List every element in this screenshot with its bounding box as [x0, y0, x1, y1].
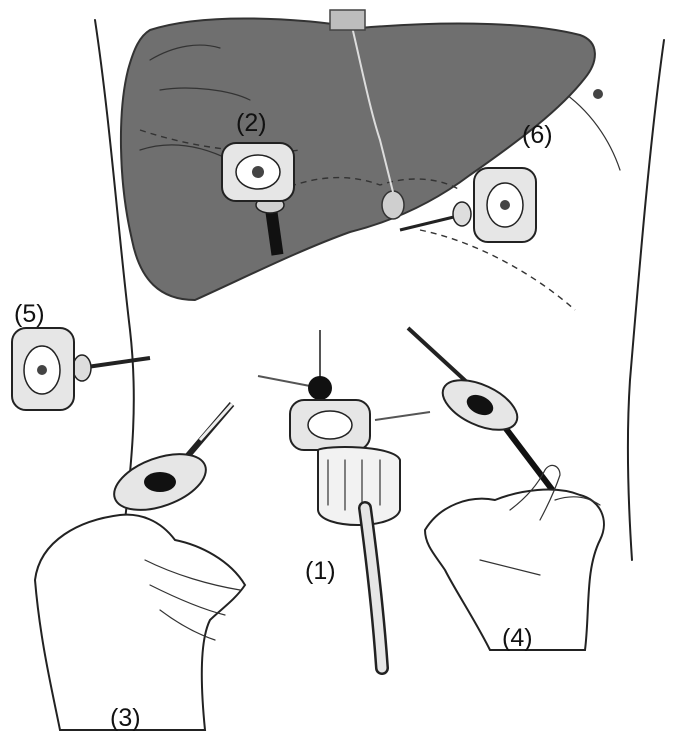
gallbladder — [382, 191, 404, 219]
label-port-2: (2) — [236, 109, 267, 137]
label-port-1: (1) — [305, 557, 336, 585]
label-port-6: (6) — [522, 121, 553, 149]
port-1-camera — [258, 330, 430, 668]
navel-mark — [593, 89, 603, 99]
port-5-trocar — [12, 328, 150, 410]
port-4-hand — [408, 328, 604, 650]
liver-body — [121, 18, 595, 300]
label-port-3: (3) — [110, 704, 141, 732]
label-port-5: (5) — [14, 300, 45, 328]
liver — [121, 10, 595, 310]
label-port-4: (4) — [502, 624, 533, 652]
port-3-hand — [35, 404, 245, 730]
vena-cava-stub — [330, 10, 365, 30]
